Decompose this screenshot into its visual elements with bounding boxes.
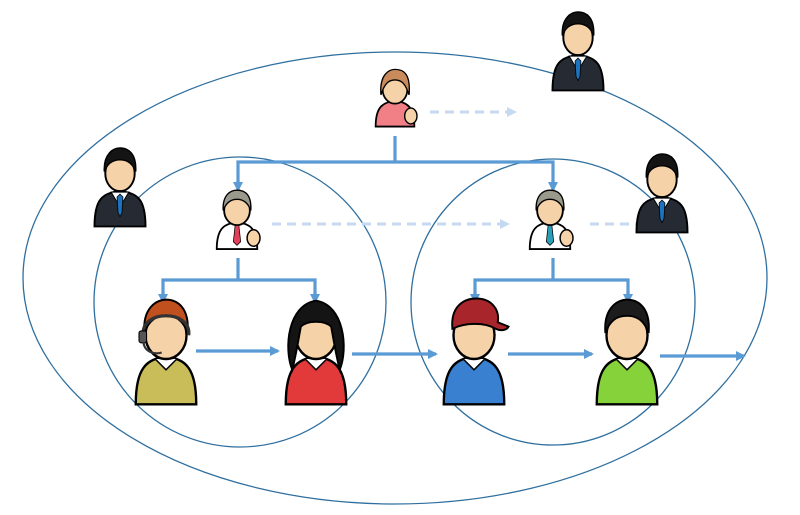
person-headset-icon: [134, 298, 198, 406]
flow-sub-lead-right-tree: [473, 258, 630, 300]
businessman-icon: [635, 153, 689, 234]
flow-sub-lead-left-tree: [161, 258, 317, 300]
group-rings: [22, 51, 768, 505]
person-cap-icon: [442, 297, 510, 406]
man-white-shirt-red-tie-icon: [215, 189, 261, 250]
flow-connectors: [158, 107, 746, 361]
flow-lead-to-sub-leads: [236, 136, 555, 190]
businessman-icon: [551, 11, 605, 92]
woman-pink-icon: [374, 68, 418, 128]
person-green-shirt-icon: [595, 298, 659, 406]
businessman-icon: [93, 147, 147, 228]
left-group-ring: [93, 156, 387, 448]
right-group-ring: [410, 158, 696, 446]
woman-long-hair-icon: [284, 299, 348, 406]
people: [93, 11, 689, 406]
man-white-shirt-teal-tie-icon: [528, 189, 574, 250]
outer-group-ring: [22, 51, 768, 505]
